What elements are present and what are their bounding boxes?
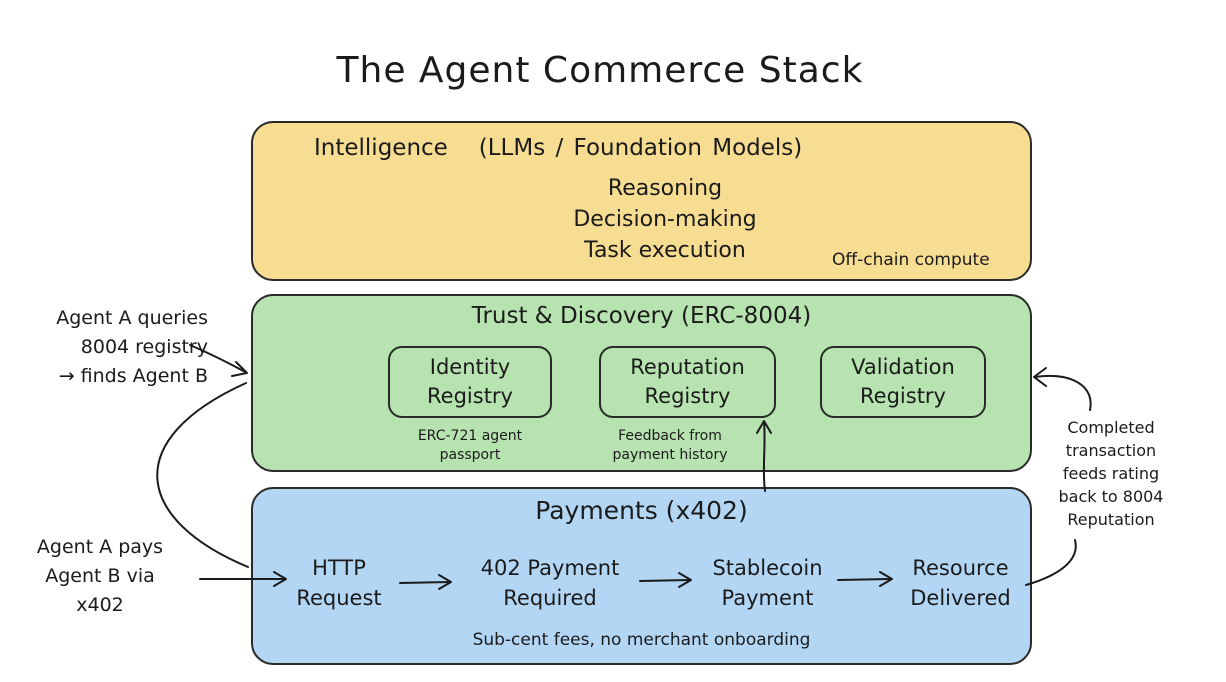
reputation-note-line: Feedback from: [618, 428, 722, 444]
step-stablecoin-payment: Stablecoin Payment: [695, 553, 840, 613]
query-line: → finds Agent B: [58, 365, 208, 387]
feedback-line: Reputation: [1067, 510, 1155, 529]
intelligence-note: Off-chain compute: [832, 250, 990, 270]
step-line: 402 Payment: [480, 556, 620, 580]
intelligence-layer: [251, 121, 1032, 281]
reputation-registry-box: Reputation Registry: [599, 346, 776, 418]
identity-registry-box: Identity Registry: [388, 346, 552, 418]
step-line: Stablecoin: [712, 556, 823, 580]
validation-registry-box: Validation Registry: [820, 346, 986, 418]
step-line: Required: [503, 586, 597, 610]
query-annotation: Agent A queries 8004 registry → finds Ag…: [10, 304, 208, 391]
intelligence-line-task: Task execution: [584, 238, 746, 263]
pay-line: Agent B via: [45, 565, 155, 587]
reputation-registry-note: Feedback from payment history: [585, 427, 755, 465]
pay-annotation: Agent A pays Agent B via x402: [10, 533, 190, 620]
intelligence-line-reasoning: Reasoning: [607, 176, 723, 201]
step-line: Request: [296, 586, 382, 610]
trust-discovery-layer: [251, 294, 1032, 472]
intelligence-line-decision: Decision-making: [573, 207, 757, 232]
query-line: Agent A queries: [56, 307, 208, 329]
reputation-note-line: payment history: [612, 447, 728, 463]
feedback-line: Completed: [1067, 418, 1155, 437]
feedback-line: back to 8004: [1058, 487, 1164, 506]
intelligence-heading: Intelligence (LLMs / Foundation Models): [314, 135, 803, 161]
query-line: 8004 registry: [80, 336, 208, 358]
feedback-line: transaction: [1065, 441, 1157, 460]
step-402-payment-required: 402 Payment Required: [460, 553, 640, 613]
pay-line: Agent A pays: [36, 536, 164, 558]
step-line: Delivered: [910, 586, 1011, 610]
step-line: Resource: [912, 556, 1009, 580]
identity-note-line: ERC-721 agent: [417, 428, 523, 444]
step-line: HTTP: [312, 556, 366, 580]
step-resource-delivered: Resource Delivered: [893, 553, 1028, 613]
payments-footer: Sub-cent fees, no merchant onboarding: [472, 630, 811, 650]
page-title: The Agent Commerce Stack: [336, 50, 864, 91]
identity-registry-note: ERC-721 agent passport: [380, 427, 560, 465]
payments-heading: Payments (x402): [535, 496, 748, 525]
trust-heading: Trust & Discovery (ERC-8004): [471, 303, 812, 329]
step-line: Payment: [721, 586, 814, 610]
identity-note-line: passport: [439, 447, 501, 463]
reputation-registry-label: Reputation Registry: [630, 355, 745, 408]
identity-registry-label: Identity Registry: [427, 355, 513, 408]
pay-line: x402: [76, 594, 124, 616]
step-http-request: HTTP Request: [274, 553, 404, 613]
feedback-annotation: Completed transaction feeds rating back …: [1036, 416, 1186, 531]
validation-registry-label: Validation Registry: [851, 355, 955, 408]
feedback-line: feeds rating: [1062, 464, 1160, 483]
